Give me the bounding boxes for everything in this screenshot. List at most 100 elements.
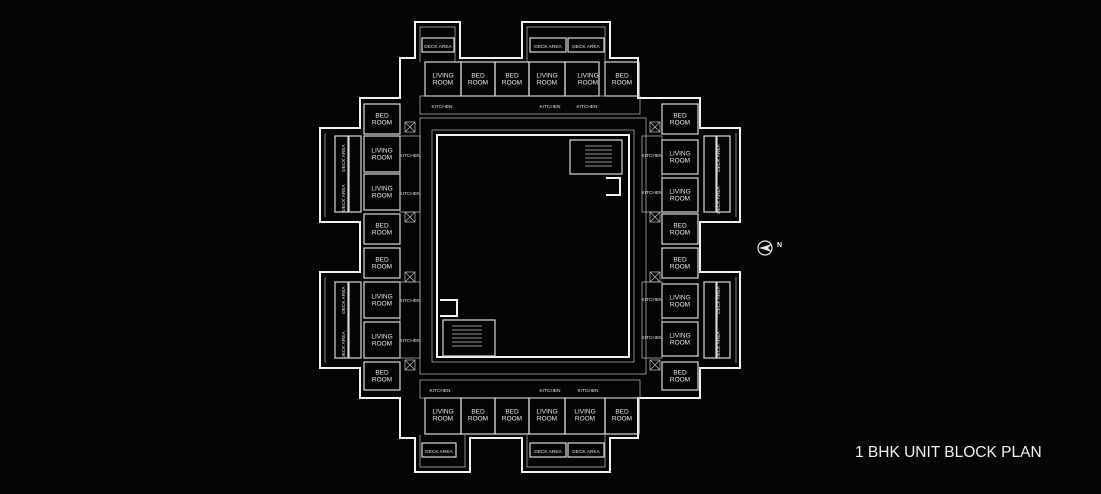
kitchen-label: KITCHEN bbox=[641, 297, 663, 303]
left-kitchen-lower bbox=[399, 281, 421, 359]
central-courtyard bbox=[419, 117, 647, 375]
building-outline bbox=[319, 21, 741, 473]
deck-area-label: DECK AREA bbox=[534, 449, 562, 455]
right-kitchen-lower bbox=[641, 281, 663, 359]
outer-inner-wall bbox=[324, 26, 737, 468]
kitchen-label: KITCHEN bbox=[539, 388, 561, 394]
deck-area-label: DECK AREA bbox=[534, 44, 562, 50]
plan-title: 1 BHK UNIT BLOCK PLAN bbox=[855, 444, 1042, 461]
deck-area-label: DECK AREA bbox=[341, 143, 347, 171]
room-grid bbox=[334, 37, 731, 458]
left-kitchen-upper bbox=[399, 135, 421, 213]
courtyard-edge bbox=[431, 129, 635, 363]
left-room bbox=[363, 247, 401, 279]
toilet-mark bbox=[649, 359, 661, 371]
toilet-mark bbox=[404, 211, 416, 223]
toilet-block bbox=[649, 211, 661, 223]
toilet-block bbox=[404, 121, 416, 133]
stair-upper-core bbox=[606, 177, 621, 196]
deck-right-upper-b bbox=[716, 135, 731, 213]
kitchen-label: KITCHEN bbox=[431, 104, 453, 110]
kitchen-label: KITCHEN bbox=[539, 104, 561, 110]
deck-left-upper-a bbox=[334, 135, 349, 213]
kitchen-label: KITCHEN bbox=[641, 153, 663, 159]
kitchen-label: KITCHEN bbox=[576, 104, 598, 110]
outer-wall bbox=[319, 21, 741, 473]
kitchen-label: KITCHEN bbox=[641, 190, 663, 196]
toilet-block bbox=[404, 271, 416, 283]
kitchen-label: KITCHEN bbox=[399, 191, 421, 197]
kitchen-label: KITCHEN bbox=[399, 338, 421, 344]
deck-top-mid bbox=[529, 37, 567, 53]
deck-area-label: DECK AREA bbox=[572, 449, 600, 455]
toilet-block bbox=[404, 211, 416, 223]
toilet-block bbox=[649, 359, 661, 371]
courtyard-wall bbox=[436, 134, 630, 358]
right-kitchen-upper bbox=[641, 135, 663, 213]
left-room bbox=[363, 103, 401, 135]
stair-lower bbox=[442, 319, 496, 357]
deck-left-lower-b bbox=[348, 281, 362, 359]
top-kitchen-band bbox=[419, 95, 641, 115]
right-room bbox=[661, 247, 699, 279]
deck-right-upper-a bbox=[703, 135, 717, 213]
deck-bottom-left bbox=[421, 442, 457, 458]
left-room bbox=[363, 213, 401, 245]
kitchen-label: KITCHEN bbox=[577, 388, 599, 394]
toilet-mark bbox=[649, 121, 661, 133]
deck-area-label: DECK AREA bbox=[716, 185, 722, 213]
deck-area-label: DECK AREA bbox=[341, 183, 347, 211]
deck-area-label: DECK AREA bbox=[341, 285, 347, 313]
deck-right-lower-a bbox=[703, 281, 717, 359]
stair-upper bbox=[569, 139, 623, 175]
deck-bottom-mid bbox=[529, 442, 567, 458]
kitchen-label: KITCHEN bbox=[641, 335, 663, 341]
corridor-edge bbox=[419, 117, 647, 375]
compass-arrow bbox=[759, 244, 772, 252]
right-room bbox=[661, 103, 699, 135]
toilet-mark bbox=[649, 211, 661, 223]
deck-area-label: DECK AREA bbox=[425, 449, 453, 455]
compass-ring bbox=[757, 240, 773, 256]
right-room bbox=[661, 213, 699, 245]
deck-left-upper-b bbox=[348, 135, 362, 213]
deck-top-right bbox=[567, 37, 605, 53]
toilet-mark bbox=[404, 271, 416, 283]
left-room bbox=[363, 361, 401, 391]
deck-left-lower-a bbox=[334, 281, 349, 359]
staircases bbox=[440, 139, 623, 357]
deck-area-label: DECK AREA bbox=[716, 143, 722, 171]
north-arrow-icon bbox=[757, 240, 773, 256]
deck-right-lower-b bbox=[716, 281, 731, 359]
deck-area-label: DECK AREA bbox=[572, 44, 600, 50]
toilet-block bbox=[649, 271, 661, 283]
kitchen-label: KITCHEN bbox=[399, 298, 421, 304]
bottom-kitchen-band bbox=[419, 379, 641, 399]
north-label: N bbox=[777, 242, 783, 249]
deck-area-label: DECK AREA bbox=[424, 44, 452, 50]
deck-top-left bbox=[421, 37, 455, 53]
toilet-block bbox=[404, 359, 416, 371]
